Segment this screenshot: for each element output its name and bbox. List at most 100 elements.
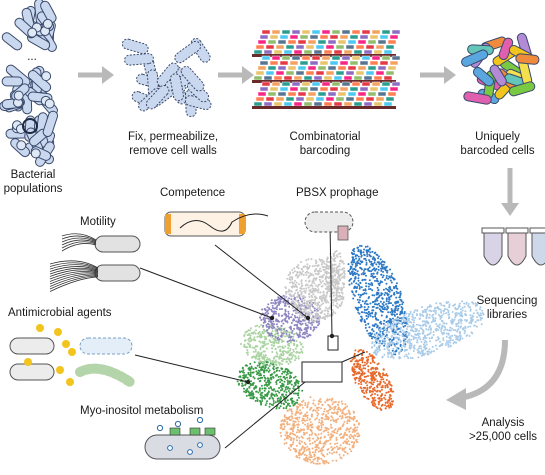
tube-cap	[481, 227, 505, 234]
cell-point	[336, 442, 339, 445]
cell-point	[282, 347, 285, 349]
lysed-cell-green	[75, 363, 135, 387]
cell-point	[336, 285, 339, 288]
cell-point	[276, 319, 279, 322]
cell-point	[390, 308, 393, 310]
tube	[531, 231, 545, 266]
cell-point	[282, 427, 285, 430]
barcode-well	[299, 34, 309, 40]
cell-point	[461, 309, 464, 312]
cell-point	[280, 402, 283, 405]
cell-point	[281, 360, 284, 363]
cell-point	[301, 406, 304, 409]
cell-point	[252, 383, 255, 386]
cell-point	[425, 328, 428, 331]
cell-point	[305, 273, 308, 276]
cell-point	[240, 343, 242, 345]
cell-point	[367, 355, 370, 358]
cell-point	[245, 346, 248, 349]
cell-point	[262, 356, 265, 358]
cell-point	[391, 272, 394, 275]
cell-point	[331, 430, 334, 433]
cell-point	[357, 277, 360, 280]
barcode-well	[373, 75, 383, 81]
cell-point	[334, 299, 336, 302]
cell-point	[347, 440, 350, 443]
cell-point	[342, 442, 345, 445]
cell-point	[381, 260, 384, 263]
cell-point	[336, 306, 339, 309]
cell-point	[408, 338, 411, 341]
cell-point	[241, 382, 244, 385]
cell-point	[243, 376, 246, 379]
cell-point	[301, 270, 304, 273]
cell-point	[270, 395, 273, 398]
cell-point	[358, 257, 361, 260]
cell-point	[243, 335, 246, 337]
cell-point	[402, 344, 405, 347]
cell-point	[259, 360, 262, 363]
cell-point	[357, 382, 360, 385]
cell-point	[372, 275, 375, 278]
cell-point	[385, 282, 388, 285]
cell-point	[412, 326, 415, 329]
cell-point	[291, 412, 294, 415]
barcode-well	[303, 101, 313, 107]
barcode-well	[319, 60, 329, 66]
cell-point	[266, 317, 269, 320]
cell-point	[284, 377, 287, 380]
cell-point	[261, 376, 264, 379]
cell-point	[419, 338, 422, 341]
cell-point	[292, 433, 295, 436]
cell-point	[367, 250, 370, 253]
cell-point	[281, 340, 283, 343]
cell-point	[248, 337, 251, 340]
cell-point	[332, 285, 335, 288]
cell-point	[293, 333, 296, 336]
cell-point	[382, 378, 385, 381]
cell-point	[283, 414, 286, 417]
barcode-well	[345, 44, 355, 50]
cell-point	[387, 306, 390, 309]
cell-point	[470, 321, 473, 324]
cell-point	[398, 337, 400, 339]
cell-point	[261, 360, 264, 363]
cell-point	[274, 302, 277, 305]
cell-point	[432, 313, 435, 316]
cell-point	[428, 348, 431, 351]
cell-point	[438, 326, 441, 329]
cell-point	[342, 407, 345, 410]
cell-point	[370, 382, 373, 385]
cell-point	[273, 326, 276, 329]
cell-point	[267, 390, 270, 393]
cell-point	[333, 263, 336, 266]
cell-point	[295, 444, 298, 447]
barcode-well	[279, 60, 289, 66]
cell-point	[313, 326, 316, 329]
cell-point	[376, 272, 379, 275]
cell-point	[328, 276, 331, 279]
cell-point	[346, 405, 349, 408]
cell-point	[275, 308, 278, 311]
cell-point	[441, 320, 444, 323]
cell-point	[353, 434, 356, 437]
cell-point	[322, 266, 325, 269]
cell-point	[269, 381, 272, 384]
cell-point	[300, 320, 303, 323]
cell-point	[338, 453, 341, 456]
cell-point	[316, 270, 319, 272]
cell-point	[285, 391, 288, 394]
cell-point	[320, 450, 323, 452]
cell-point	[371, 357, 374, 360]
cell-point	[267, 303, 270, 306]
cell-point	[299, 442, 302, 445]
cell-point	[316, 444, 319, 447]
cell-point	[285, 431, 288, 434]
cell-point	[313, 264, 316, 267]
cell-point	[297, 411, 300, 414]
cell-point	[277, 346, 280, 349]
cell-point	[476, 303, 479, 306]
cell-point	[370, 333, 373, 336]
cell-point	[392, 356, 395, 359]
barcode-well	[263, 49, 273, 55]
